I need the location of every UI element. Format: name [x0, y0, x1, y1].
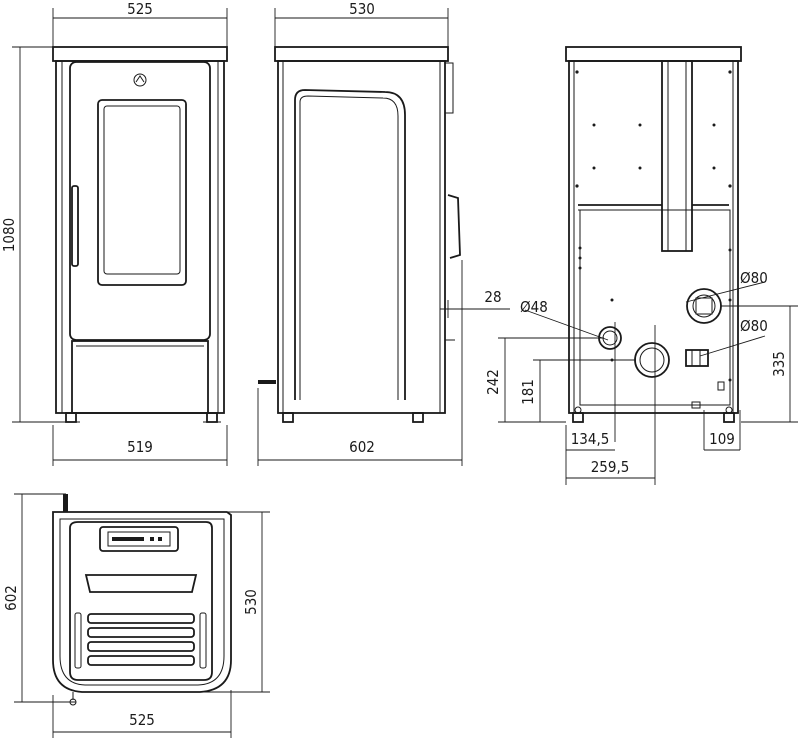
dim-label-front-width-top: 525 [127, 0, 153, 18]
dim-label-side-offset: 28 [484, 288, 501, 306]
dim-rear-offset-right: 109 [704, 430, 740, 451]
dim-rear-height-left-inner: 181 [519, 359, 636, 422]
rear-outlet-lower [634, 342, 670, 378]
dim-top-depth-inner: 530 [200, 511, 270, 693]
dim-label-rear-335: 335 [770, 351, 788, 377]
dim-rear-offset-1: 134,5 [565, 425, 615, 485]
dim-rear-height-right: 335 [721, 305, 798, 423]
dim-label-front-height: 1080 [0, 218, 18, 252]
side-view [258, 46, 461, 423]
dim-label-rear-181: 181 [519, 379, 537, 405]
dim-side-offset: 28 [440, 288, 510, 318]
rear-view [565, 46, 742, 485]
dim-label-side-depth-bottom: 602 [349, 438, 375, 456]
dim-rear-offset-2: 259,5 [566, 458, 655, 479]
label-rear-outlet-upper-dia: Ø80 [740, 269, 768, 287]
dim-front-width-top: 525 [52, 0, 228, 47]
top-view [52, 494, 232, 706]
dim-top-depth-outer: 602 [2, 493, 76, 703]
dim-label-rear-109: 109 [709, 430, 735, 448]
dim-side-depth-bottom: 602 [257, 260, 463, 466]
label-rear-outlet-lower-dia: Ø80 [740, 317, 768, 335]
dim-side-depth-top: 530 [274, 0, 449, 47]
dim-label-rear-242: 242 [484, 369, 502, 395]
dim-rear-height-left-outer: 242 [484, 337, 604, 423]
dim-label-top-depth-outer: 602 [2, 585, 20, 611]
dim-label-rear-259: 259,5 [591, 458, 630, 476]
dim-top-width: 525 [52, 690, 232, 738]
dim-label-top-depth-inner: 530 [242, 589, 260, 615]
dim-label-front-width-bottom: 519 [127, 438, 153, 456]
dim-label-rear-134: 134,5 [571, 430, 610, 448]
dim-front-height: 1080 [0, 46, 62, 423]
label-rear-inlet-dia: Ø48 [520, 298, 548, 316]
dim-label-top-width: 525 [129, 711, 155, 729]
dim-front-width-bottom: 519 [52, 425, 228, 466]
logo-icon [133, 73, 147, 87]
front-view [52, 46, 228, 423]
dim-label-side-depth-top: 530 [349, 0, 375, 18]
